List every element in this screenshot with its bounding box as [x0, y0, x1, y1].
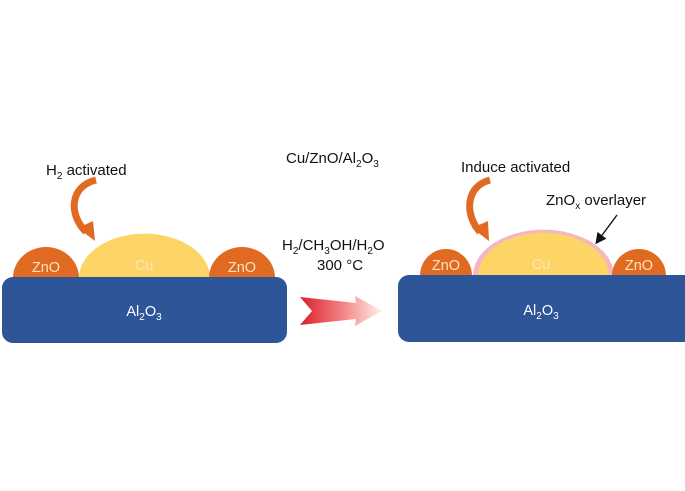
- cu-label: Cu: [532, 257, 551, 273]
- right-panel: Induce activated ZnOx overlayer Cu ZnO Z…: [398, 159, 685, 342]
- al2o3-support: [398, 275, 685, 342]
- reaction-gas-label: H2/CH3OH/H2O: [282, 237, 385, 257]
- temperature-label: 300 °C: [317, 257, 363, 274]
- zno-label-left: ZnO: [432, 258, 460, 274]
- zno-particle-left: [13, 247, 79, 278]
- zno-label-right: ZnO: [228, 260, 256, 276]
- curved-arrow-icon: [466, 176, 492, 241]
- induce-activated-label: Induce activated: [461, 159, 570, 176]
- h2-activated-label: H2 activated: [46, 162, 127, 182]
- zno-label-right: ZnO: [625, 258, 653, 274]
- zno-label-left: ZnO: [32, 260, 60, 276]
- reaction-arrow-icon: [300, 296, 382, 326]
- zno-particle-right: [209, 247, 275, 278]
- al2o3-label: Al2O3: [126, 304, 162, 323]
- catalyst-title: Cu/ZnO/Al2O3: [286, 150, 379, 170]
- zno-particle-left: [420, 249, 472, 276]
- cu-particle: [478, 232, 609, 276]
- al2o3-label: Al2O3: [523, 303, 559, 322]
- cu-label: Cu: [135, 258, 154, 274]
- al2o3-support: [2, 277, 287, 343]
- pointer-arrow-icon: [595, 214, 618, 245]
- cu-particle: [79, 233, 210, 278]
- curved-arrow-icon: [70, 176, 98, 241]
- overlayer-label: ZnOx overlayer: [546, 192, 646, 212]
- zno-particle-right: [612, 249, 666, 276]
- left-panel: H2 activated ZnO Cu ZnO Al2O3: [2, 162, 287, 343]
